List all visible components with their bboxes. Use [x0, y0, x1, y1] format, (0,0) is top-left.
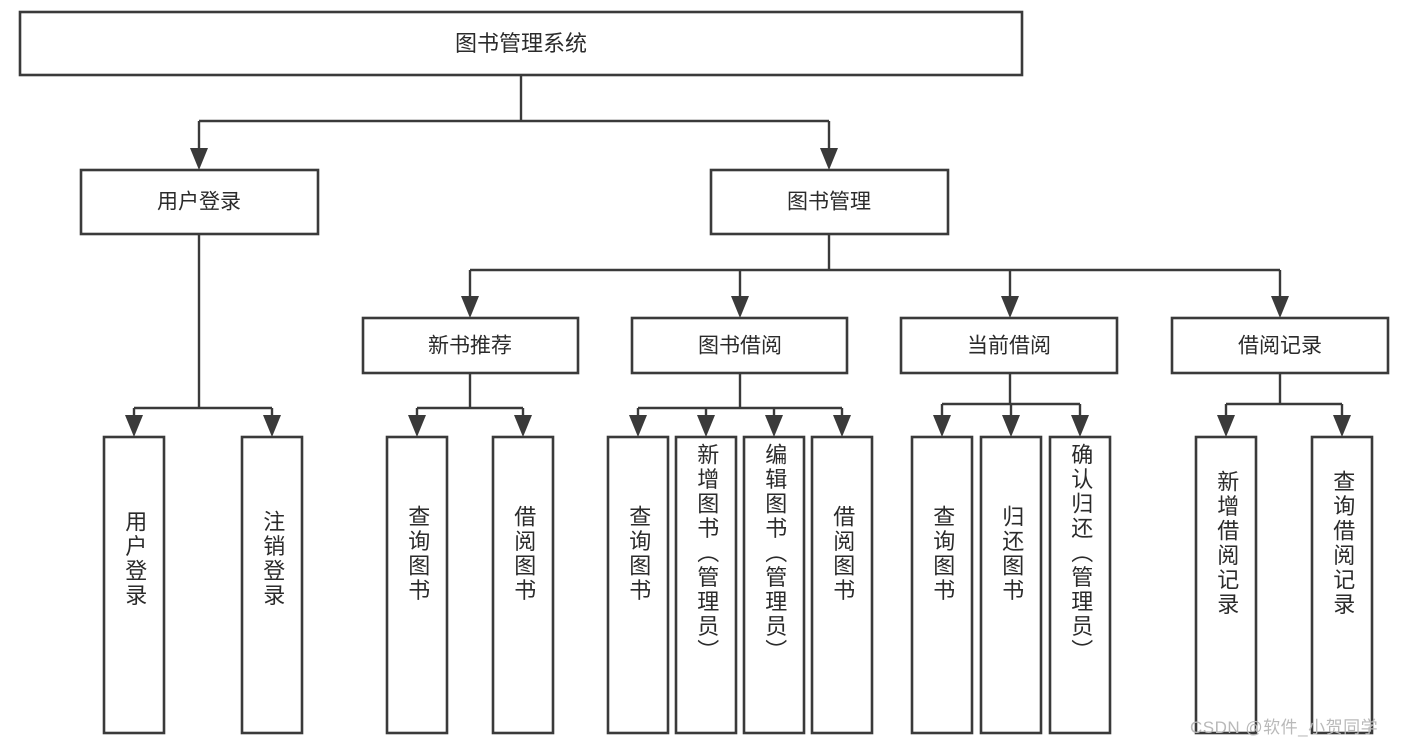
arrow-head-icon — [190, 148, 208, 170]
node-root[interactable]: 图书管理系统 — [18, 10, 1024, 77]
arrow-head-icon — [629, 415, 647, 437]
leaf-borrow-book-2-box[interactable] — [810, 435, 874, 735]
connector-group-book-borrow — [629, 373, 851, 437]
node-user-login-label: 用户登录 — [157, 191, 241, 214]
leaf-user-logout-box[interactable] — [240, 435, 304, 735]
connector-group-user-login — [125, 234, 281, 437]
leaf-confirm-return-box[interactable] — [1048, 435, 1112, 735]
arrow-head-icon — [461, 296, 479, 318]
node-new-book-recommend-box[interactable] — [361, 316, 580, 375]
connector-group-new-book-recommend — [408, 373, 532, 437]
arrow-head-icon — [1271, 296, 1289, 318]
arrow-head-icon — [1217, 415, 1235, 437]
node-book-manage-label: 图书管理 — [787, 191, 871, 214]
node-book-manage-box[interactable] — [709, 168, 950, 236]
arrow-head-icon — [1001, 296, 1019, 318]
node-book-manage[interactable]: 图书管理 — [709, 168, 950, 236]
arrow-head-icon — [125, 415, 143, 437]
node-book-borrow-label: 图书借阅 — [698, 335, 782, 358]
node-user-login-box[interactable] — [79, 168, 320, 236]
leaf-edit-book-box[interactable] — [742, 435, 806, 735]
leaf-query-book-3-box[interactable] — [910, 435, 974, 735]
node-root-box[interactable] — [18, 10, 1024, 77]
arrow-head-icon — [731, 296, 749, 318]
connector-group-root — [190, 75, 838, 170]
node-root-label: 图书管理系统 — [455, 31, 587, 56]
node-current-borrow[interactable]: 当前借阅 — [899, 316, 1119, 375]
arrow-head-icon — [933, 415, 951, 437]
node-borrow-record-label: 借阅记录 — [1238, 335, 1322, 358]
leaf-query-book-1-box[interactable] — [385, 435, 449, 735]
connector-group-borrow-record — [1217, 373, 1351, 437]
node-current-borrow-box[interactable] — [899, 316, 1119, 375]
arrow-head-icon — [1333, 415, 1351, 437]
node-borrow-record[interactable]: 借阅记录 — [1170, 316, 1390, 375]
leaf-return-book-box[interactable] — [979, 435, 1043, 735]
arrow-head-icon — [408, 415, 426, 437]
leaf-query-record-box[interactable] — [1310, 435, 1374, 735]
csdn-watermark: CSDN @软件_小贺同学 — [1190, 718, 1379, 737]
arrow-head-icon — [514, 415, 532, 437]
leaf-add-book-box[interactable] — [674, 435, 738, 735]
arrow-head-icon — [1002, 415, 1020, 437]
node-user-login[interactable]: 用户登录 — [79, 168, 320, 236]
node-new-book-recommend-label: 新书推荐 — [428, 335, 512, 358]
arrow-head-icon — [833, 415, 851, 437]
arrow-head-icon — [820, 148, 838, 170]
arrow-head-icon — [263, 415, 281, 437]
leaf-add-record-box[interactable] — [1194, 435, 1258, 735]
connector-group-book-manage — [461, 234, 1289, 318]
leaf-query-book-2-box[interactable] — [606, 435, 670, 735]
node-book-borrow-box[interactable] — [630, 316, 849, 375]
arrow-head-icon — [1071, 415, 1089, 437]
leaf-borrow-book-1-box[interactable] — [491, 435, 555, 735]
node-new-book-recommend[interactable]: 新书推荐 — [361, 316, 580, 375]
leaf-box-group — [102, 435, 1374, 735]
leaf-user-login-box[interactable] — [102, 435, 166, 735]
arrow-head-icon — [697, 415, 715, 437]
node-book-borrow[interactable]: 图书借阅 — [630, 316, 849, 375]
connector-group-current-borrow — [933, 373, 1089, 437]
arrow-head-icon — [765, 415, 783, 437]
node-borrow-record-box[interactable] — [1170, 316, 1390, 375]
node-current-borrow-label: 当前借阅 — [967, 335, 1051, 358]
